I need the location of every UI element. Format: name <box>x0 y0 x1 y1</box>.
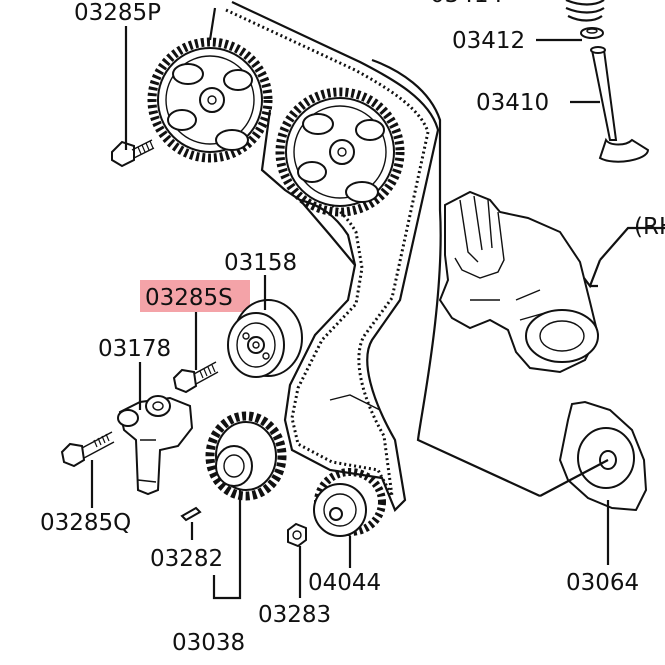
label-03178[interactable]: 03178 <box>98 336 171 362</box>
nut-03283 <box>287 522 307 548</box>
camshaft-sprocket-right <box>275 87 405 217</box>
label-03064[interactable]: 03064 <box>566 570 639 596</box>
leader-lines <box>90 26 610 600</box>
label-03038[interactable]: 03038 <box>172 630 245 656</box>
bolt-03285Q <box>60 431 115 468</box>
engine-housing-outline <box>329 58 541 497</box>
label-03285Q[interactable]: 03285Q <box>40 510 131 536</box>
bolt-03285P <box>111 139 155 168</box>
label-03285S[interactable]: 03285S <box>145 285 233 311</box>
label-03412[interactable]: 03412 <box>452 28 525 54</box>
camshaft-sprocket-left <box>147 37 273 163</box>
label-03414[interactable]: 03414 <box>430 0 503 8</box>
label-03158[interactable]: 03158 <box>224 250 297 276</box>
label-03285P[interactable]: 03285P <box>74 0 161 26</box>
label-rh: (RH <box>634 214 665 240</box>
valve <box>590 46 650 163</box>
label-03282[interactable]: 03282 <box>150 546 223 572</box>
label-04044[interactable]: 04044 <box>308 570 381 596</box>
tensioner-arm <box>117 395 194 496</box>
woodruff-key <box>180 506 202 522</box>
label-03410[interactable]: 03410 <box>476 90 549 116</box>
timing-belt <box>208 1 440 512</box>
valve-spring <box>565 0 605 22</box>
selected-part-highlight <box>140 280 250 312</box>
engine-mount-bracket <box>438 190 665 374</box>
valve-stem-seal <box>580 27 604 39</box>
belt-cover-plate <box>539 400 648 512</box>
idler-pulley <box>313 468 386 537</box>
crankshaft-sprocket <box>205 411 287 501</box>
bolt-03285S <box>172 361 219 394</box>
tensioner-pulley <box>227 299 303 378</box>
label-03283[interactable]: 03283 <box>258 602 331 628</box>
